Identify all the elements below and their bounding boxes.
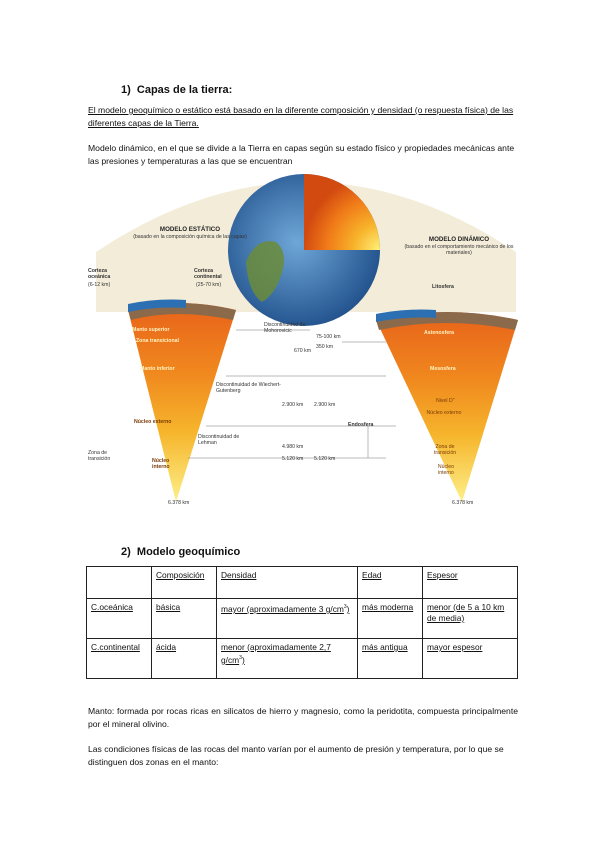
table-cell: C.continental: [86, 638, 152, 679]
label-lehman: Discontinuidad de Lehman: [198, 434, 240, 446]
label-zona-transicional: Zona transicional: [136, 338, 179, 344]
table-header-cell: Edad: [357, 566, 423, 599]
label-manto-superior: Manto superior: [132, 327, 170, 333]
label-depth-4980: 4.980 km: [282, 444, 304, 450]
heading-capas-tierra: 1) Capas de la tierra:: [121, 84, 232, 96]
static-cone: [128, 303, 236, 502]
label-nivel-d: Nivel D": [436, 398, 455, 404]
heading-number: 2): [121, 546, 131, 558]
static-ocean: [128, 299, 186, 312]
label-nucleo-interno: Núcleo interno: [152, 458, 170, 470]
table-row: C.continental ácida menor (aproximadamen…: [86, 638, 518, 679]
globe-land: [246, 241, 284, 302]
label-zona-transicion-dyn: Zona de transición: [433, 444, 457, 456]
label-depth-75-100: 75-100 km: [316, 334, 341, 340]
label-depth-5120-right: 5.120 km: [314, 456, 336, 462]
label-depth-2900-left: 2.900 km: [282, 402, 304, 408]
heading-title: Capas de la tierra:: [136, 84, 233, 96]
paragraph-dynamic-model: Modelo dinámico, en el que se divide a l…: [88, 143, 515, 166]
label-zona-transicion-left: Zona de transición: [88, 450, 111, 462]
label-depth-center-left: 6.378 km: [168, 500, 190, 506]
paragraph-manto: Manto: formada por rocas ricas en silica…: [88, 706, 518, 729]
earth-diagram: [96, 174, 518, 502]
static-model-title: MODELO ESTÁTICO: [159, 226, 221, 233]
earth-layers-figure: MODELO ESTÁTICO (basado en la composició…: [86, 172, 526, 512]
label-mohorovicic: Discontinuidad de Mohorovicic: [264, 322, 306, 334]
label-depth-350: 350 km: [316, 344, 334, 350]
heading-title: Modelo geoquímico: [136, 546, 241, 558]
dynamic-ocean: [376, 309, 436, 322]
label-nucleo-externo-dyn: Núcleo externo: [426, 410, 462, 416]
label-depth-670: 670 km: [294, 348, 312, 354]
label-depth-5120-left: 5.120 km: [282, 456, 304, 462]
label-corteza-oceanica: Corteza oceánica: [88, 268, 111, 280]
dynamic-cone: [376, 312, 518, 502]
table-cell: más antigua: [357, 638, 423, 679]
table-row: C.oceánica básica mayor (aproximadamente…: [86, 598, 518, 639]
label-corteza-continental: Corteza continental: [194, 268, 222, 280]
heading-number: 1): [121, 84, 131, 96]
discontinuity-lines: [188, 329, 396, 459]
label-mesosfera: Mesosfera: [430, 366, 456, 372]
label-wiechert: Discontinuidad de Wiechert-Gutenberg: [216, 382, 281, 394]
table-cell: mayor (aproximadamente 3 g/cm3): [216, 598, 358, 639]
label-corteza-oceanica-km: (6-12 km): [88, 282, 111, 288]
globe-cutaway: [304, 174, 380, 250]
dynamic-model-subtitle: (basado en el comportamiento mecánico de…: [404, 244, 514, 256]
table-cell: menor (de 5 a 10 km de media): [422, 598, 518, 639]
label-nucleo-interno-dyn: Núcleo interno: [437, 464, 455, 476]
geochemical-table: Composición Densidad Edad Espesor C.oceá…: [86, 566, 518, 679]
label-manto-inferior: Manto inferior: [140, 366, 175, 372]
static-model-subtitle: (basado en la composición química de las…: [133, 234, 247, 240]
table-header-cell: Composición: [151, 566, 217, 599]
label-depth-center-right: 6.378 km: [452, 500, 474, 506]
dynamic-model-title: MODELO DINÁMICO: [428, 236, 490, 243]
label-astenosfera: Astenosfera: [424, 330, 454, 336]
label-litosfera: Litosfera: [432, 284, 454, 290]
table-header-cell: [86, 566, 152, 599]
paragraph-static-model: El modelo geoquímico o estático está bas…: [88, 105, 514, 128]
label-nucleo-externo: Núcleo externo: [134, 419, 172, 425]
label-corteza-continental-km: (25-70 km): [196, 282, 222, 288]
table-cell: más moderna: [357, 598, 423, 639]
table-header-cell: Densidad: [216, 566, 358, 599]
table-cell: básica: [151, 598, 217, 639]
table-cell: mayor espesor: [422, 638, 518, 679]
paragraph-condiciones: Las condiciones físicas de las rocas del…: [88, 744, 504, 767]
table-header-row: Composición Densidad Edad Espesor: [86, 566, 518, 599]
table-cell: C.oceánica: [86, 598, 152, 639]
table-cell: menor (aproximadamente 2,7 g/cm3): [216, 638, 358, 679]
heading-modelo-geoquimico: 2) Modelo geoquímico: [121, 546, 240, 558]
label-endosfera: Endosfera: [348, 422, 374, 428]
label-depth-2900-right: 2.900 km: [314, 402, 336, 408]
table-cell: ácida: [151, 638, 217, 679]
table-header-cell: Espesor: [422, 566, 518, 599]
